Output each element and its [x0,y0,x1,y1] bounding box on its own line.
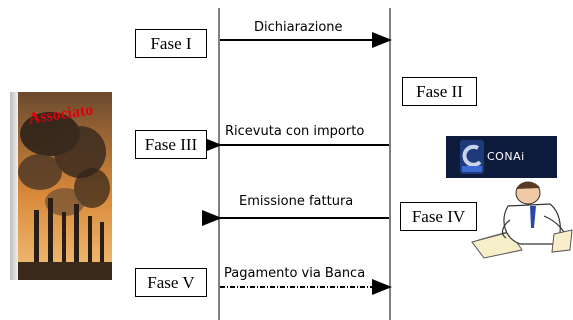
label-emissione: Emissione fattura [239,194,354,209]
label-ricevuta: Ricevuta con importo [225,124,365,139]
phase-box-4: Fase IV [400,202,477,231]
conai-logo: CONAi [446,136,557,178]
clerk-with-papers-image [470,180,573,260]
clerk-art [471,181,573,259]
phase-box-5: Fase V [135,268,207,297]
phase-box-3: Fase III [135,130,207,159]
factory-art [10,92,112,280]
factory-smokestacks-image: Associato [10,92,112,280]
label-pagamento: Pagamento via Banca [224,266,366,281]
conai-logo-text: CONAi [487,150,525,163]
conai-emblem-icon [460,140,484,174]
phase-box-2: Fase II [402,77,477,106]
label-dichiarazione: Dichiarazione [254,20,343,35]
phase-box-1: Fase I [135,29,207,58]
